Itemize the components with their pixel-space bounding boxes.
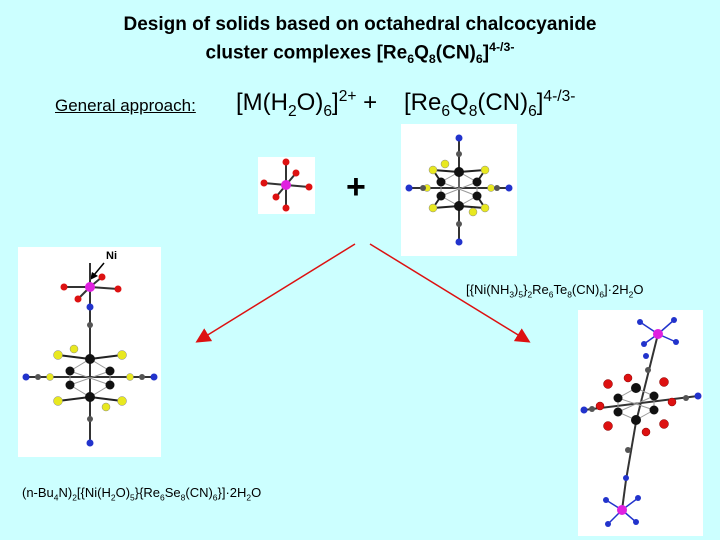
cluster-complex-structure — [401, 124, 517, 256]
right-product-structure — [578, 310, 703, 536]
left-product-formula: (n-Bu4N)2[{Ni(H2O)5}{Re6Se8(CN)6}]·2H2O — [22, 485, 262, 503]
title-line-1: Design of solids based on octahedral cha… — [123, 14, 597, 35]
aqua-complex-formula: [M(H2O)6]2+ + — [236, 88, 378, 120]
ni-label: Ni — [106, 250, 117, 262]
arrow-right — [369, 243, 531, 343]
left-product-structure: Ni — [18, 247, 161, 457]
arrow-left — [195, 243, 356, 343]
aqua-complex-structure — [258, 157, 315, 214]
general-approach-label: General approach: — [55, 96, 196, 115]
plus-sign: + — [346, 168, 366, 206]
right-product-formula: [{Ni(NH3)5}2Re6Te8(CN)6]·2H2O — [466, 282, 644, 300]
cluster-complex-formula: [Re6Q8(CN)6]4-/3- — [404, 88, 576, 120]
title-line-2: cluster complexes [Re6Q8(CN)6]4-/3- — [205, 40, 515, 67]
